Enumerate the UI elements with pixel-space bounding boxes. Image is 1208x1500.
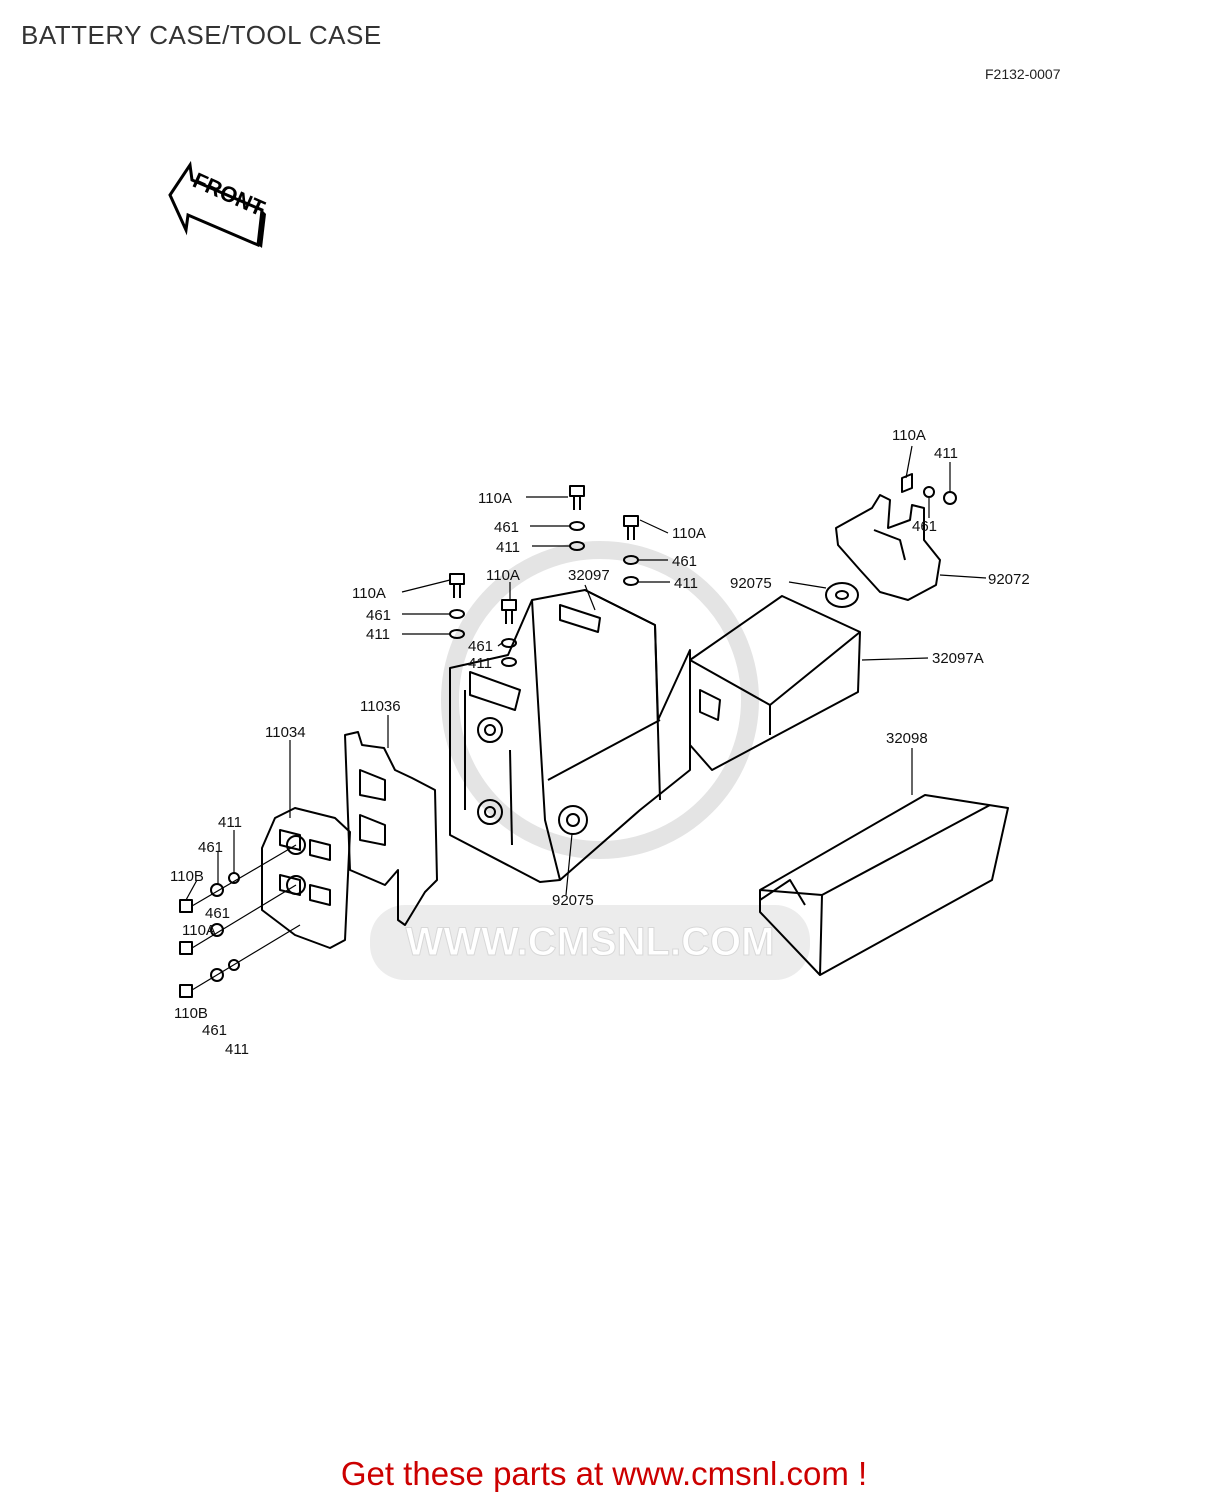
label-32098: 32098 [886,730,928,747]
label-92072: 92072 [988,571,1030,588]
cta-link[interactable]: Get these parts at www.cmsnl.com ! [340,1455,868,1492]
label-411: 411 [674,575,698,592]
label-32097: 32097 [568,567,610,584]
label-411: 411 [468,655,492,672]
label-110a: 110A [352,585,386,602]
label-110a: 110A [478,490,512,507]
label-92075: 92075 [730,575,772,592]
label-461: 461 [468,638,493,655]
label-411: 411 [218,814,242,831]
label-461: 461 [198,839,223,856]
parts-illustration [179,473,1009,998]
label-461: 461 [912,518,937,535]
label-110a: 110A [182,922,216,939]
label-11036: 11036 [360,698,401,715]
figure-code: F2132-0007 [985,66,1061,82]
label-110a: 110A [672,525,706,542]
label-461: 461 [672,553,697,570]
label-411: 411 [225,1041,249,1058]
label-461: 461 [202,1022,227,1039]
label-110b: 110B [174,1005,208,1022]
part-labels: 110A 411 461 92072 110A 461 411 110A 461… [170,427,1030,1058]
label-461: 461 [494,519,519,536]
label-32097a: 32097A [932,650,984,667]
label-411: 411 [496,539,520,556]
label-110a: 110A [486,567,520,584]
label-411: 411 [934,445,958,462]
label-461: 461 [205,905,230,922]
label-110b: 110B [170,868,204,885]
label-461: 461 [366,607,391,624]
label-411: 411 [366,626,390,643]
page-title: BATTERY CASE/TOOL CASE [21,20,382,50]
label-11034: 11034 [265,724,306,741]
watermark-text: WWW.CMSNL.COM [406,920,775,964]
label-110a: 110A [892,427,926,444]
front-arrow-icon: FRONT [168,160,269,248]
label-92075: 92075 [552,892,594,909]
leader-lines [185,445,987,991]
